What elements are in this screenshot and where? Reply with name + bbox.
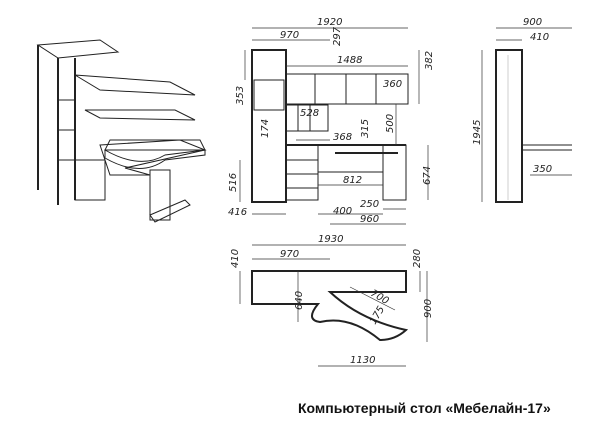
- dim-900: 900: [523, 17, 542, 28]
- dim-400: 400: [333, 206, 352, 217]
- dim-382: 382: [424, 51, 435, 70]
- dim-174: 174: [260, 119, 271, 138]
- product-caption: Компьютерный стол «Мебелайн-17»: [298, 400, 551, 416]
- dim-674: 674: [422, 166, 433, 185]
- dim-516: 516: [228, 173, 239, 192]
- dim-297: 297: [332, 26, 343, 46]
- dim-1945: 1945: [472, 120, 483, 145]
- dim-1920: 1920: [317, 17, 342, 28]
- side-view: 900 410 1945 350: [472, 17, 572, 203]
- dim-410: 410: [230, 249, 241, 268]
- isometric-view: [36, 39, 207, 223]
- dim-416: 416: [228, 207, 247, 218]
- dim-350: 350: [533, 164, 552, 175]
- dim-315: 315: [360, 119, 371, 138]
- top-view: 1930 970 410 280 640 700 175 900 1130: [230, 234, 434, 367]
- dim-970: 970: [280, 30, 299, 41]
- dim-280: 280: [412, 249, 423, 268]
- dim-960: 960: [360, 214, 379, 225]
- dim-1130: 1130: [350, 355, 375, 366]
- dim-640: 640: [294, 291, 305, 310]
- dim-812: 812: [343, 175, 362, 186]
- dim-500: 500: [385, 114, 396, 133]
- dim-1488: 1488: [337, 55, 362, 66]
- dim-368: 368: [333, 132, 352, 143]
- dim-900: 900: [423, 299, 434, 318]
- dim-410: 410: [530, 32, 549, 43]
- dim-353: 353: [235, 86, 246, 105]
- dim-970: 970: [280, 249, 299, 260]
- dim-700: 700: [369, 288, 391, 307]
- dim-1930: 1930: [318, 234, 343, 245]
- dim-360: 360: [383, 79, 402, 90]
- dim-528: 528: [300, 108, 319, 119]
- dim-250: 250: [360, 199, 379, 210]
- front-view: 1920 970 297 1488 382 353 360 528 174 36…: [228, 17, 435, 225]
